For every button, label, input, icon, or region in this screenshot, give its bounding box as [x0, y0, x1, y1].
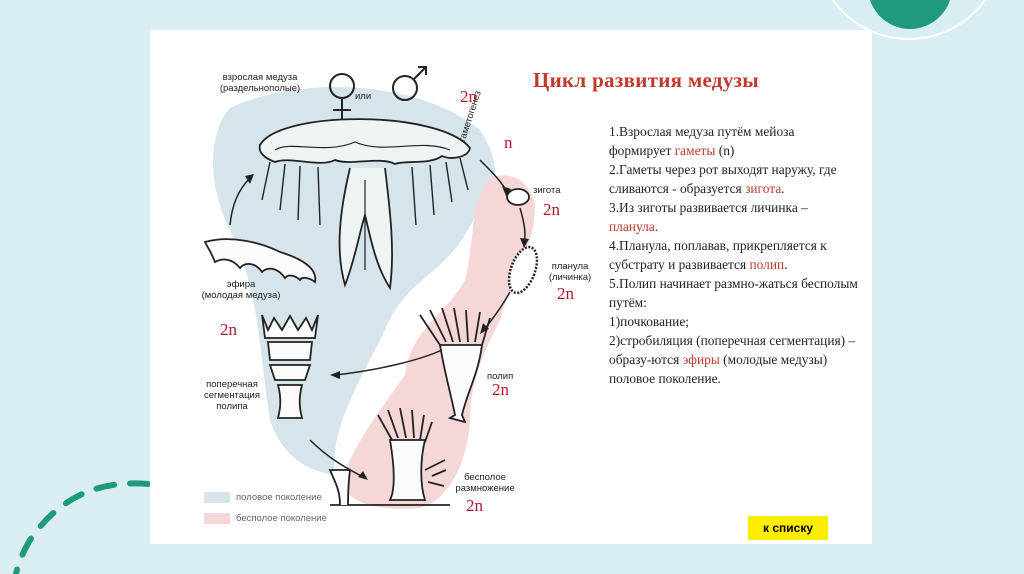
step-1: 1.Взрослая медуза путём мейоза формирует…	[609, 124, 795, 158]
ephyra-icon	[203, 238, 317, 284]
step-5-2: 2)стробиляция (поперечная сегментация) –…	[609, 333, 856, 386]
description: 1.Взрослая медуза путём мейоза формирует…	[609, 122, 859, 388]
back-to-list-button[interactable]: к списку	[748, 516, 828, 540]
life-cycle-diagram	[203, 66, 539, 509]
ploidy-planula: 2n	[557, 284, 574, 303]
step-5: 5.Полип начинает размно-жаться бесполым …	[609, 276, 858, 310]
legend-sexual: половое поколение	[204, 492, 322, 503]
ploidy-zygote: 2n	[543, 200, 560, 219]
legend-asexual-swatch	[204, 513, 230, 524]
legend-sexual-swatch	[204, 492, 230, 503]
adult-medusa-label: взрослая медуза(раздельнополые)	[219, 72, 301, 94]
ephyra-label: эфира(молодая медуза)	[201, 279, 281, 301]
female-symbol-icon	[329, 73, 355, 120]
decorative-dashed-arc	[13, 480, 151, 574]
polyp-label: полип	[487, 371, 514, 382]
male-symbol-icon	[392, 66, 427, 101]
step-4: 4.Планула, поплавав, прикрепляется к суб…	[609, 238, 827, 272]
step-3: 3.Из зиготы развивается личинка – планул…	[609, 200, 808, 234]
budding-polyps-icon	[328, 407, 450, 506]
legend-asexual: бесполое поколение	[204, 513, 327, 524]
ploidy-adult: 2n	[460, 87, 477, 106]
ploidy-gamete: n	[504, 133, 513, 152]
arrow-heads	[245, 174, 529, 480]
zygote-label: зигота	[533, 185, 561, 196]
zygote-icon	[506, 188, 530, 206]
planula-label: планула(личинка)	[548, 261, 592, 283]
page-title: Цикл развития медузы	[533, 68, 759, 92]
planula-icon	[507, 245, 539, 295]
step-2: 2.Гаметы через рот выходят наружу, где с…	[609, 162, 837, 196]
ploidy-asexual: 2n	[466, 496, 483, 515]
adult-medusa-icon	[258, 118, 471, 291]
strobila-icon	[261, 314, 319, 419]
polyp-icon	[419, 307, 491, 424]
ploidy-polyp: 2n	[492, 380, 509, 399]
ploidy-ephyra: 2n	[220, 320, 237, 339]
slide: взрослая медуза(раздельнополые) или гаме…	[150, 30, 872, 544]
step-5-1: 1)почкование;	[609, 314, 690, 329]
or-label: или	[355, 91, 372, 102]
